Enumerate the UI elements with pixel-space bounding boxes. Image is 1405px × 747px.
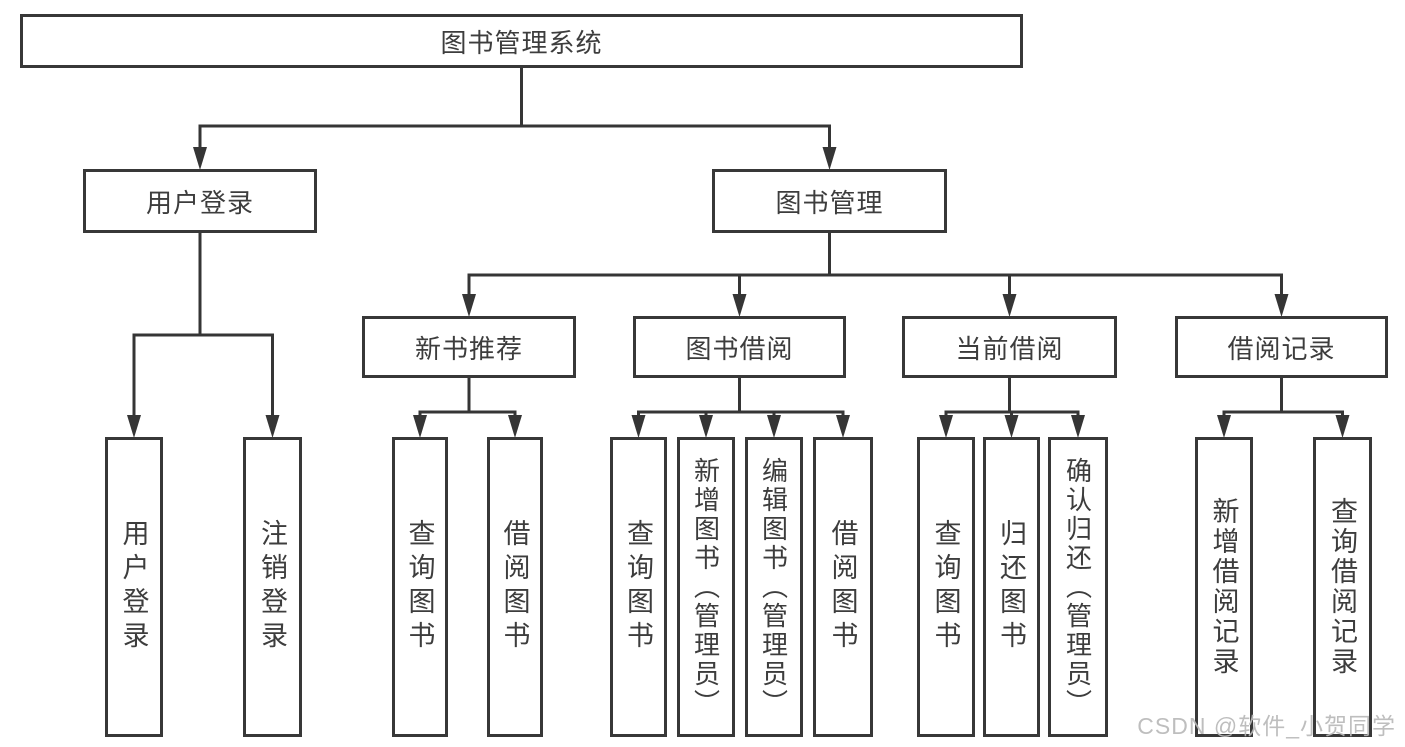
arrowhead-icon [1002, 294, 1017, 317]
watermark: CSDN @软件_小贺同学 [1137, 713, 1396, 739]
arrowhead-icon [462, 294, 476, 317]
node-label: 用户登录 [145, 187, 254, 218]
node-bb-add-books-admin: 新增图书（管理员） [677, 437, 735, 737]
arrowhead-icon [413, 415, 427, 438]
node-label: 借阅图书 [827, 519, 858, 655]
arrowhead-icon [265, 415, 280, 438]
arrowhead-icon [1335, 415, 1350, 438]
arrowhead-icon [836, 415, 850, 438]
node-new-book-recommendation: 新书推荐 [362, 316, 576, 378]
node-label: 查询图书 [404, 519, 435, 655]
arrowhead-icon [127, 415, 141, 438]
node-user-login-leaf: 用户登录 [105, 437, 163, 737]
node-book-management: 图书管理 [712, 169, 947, 233]
arrowhead-icon [193, 147, 207, 170]
arrowhead-icon [1071, 415, 1085, 438]
node-cb-confirm-return-admin: 确认归还（管理员） [1048, 437, 1108, 737]
node-label: 图书管理系统 [440, 27, 603, 58]
arrowhead-icon [699, 415, 713, 438]
node-label: 注销登录 [257, 519, 287, 655]
node-nb-borrow-books: 借阅图书 [487, 437, 543, 737]
node-label: 借阅图书 [499, 519, 530, 655]
node-label: 新增借阅记录 [1208, 497, 1239, 677]
arrowhead-icon [822, 147, 837, 170]
node-label: 新增图书（管理员） [690, 456, 721, 718]
node-label: 确认归还（管理员） [1062, 456, 1093, 718]
node-label: 查询借阅记录 [1327, 497, 1357, 677]
node-bb-edit-books-admin: 编辑图书（管理员） [745, 437, 803, 737]
node-library-management-system: 图书管理系统 [20, 14, 1023, 68]
node-label: 编辑图书（管理员） [758, 456, 789, 718]
arrowhead-icon [1004, 415, 1019, 438]
node-logout-leaf: 注销登录 [243, 437, 302, 737]
node-br-add-borrow-record: 新增借阅记录 [1195, 437, 1253, 737]
node-label: 当前借阅 [955, 333, 1064, 364]
arrowhead-icon [732, 294, 747, 317]
node-book-borrowing: 图书借阅 [633, 316, 846, 378]
node-label: 借阅记录 [1227, 333, 1336, 364]
node-bb-borrow-books: 借阅图书 [813, 437, 873, 737]
node-label: 查询图书 [623, 519, 653, 655]
arrowhead-icon [631, 415, 646, 438]
node-label: 用户登录 [118, 519, 149, 655]
node-label: 归还图书 [996, 519, 1026, 655]
node-cb-return-books: 归还图书 [983, 437, 1040, 737]
node-current-borrowing: 当前借阅 [902, 316, 1117, 378]
node-br-query-borrow-record: 查询借阅记录 [1313, 437, 1372, 737]
arrowhead-icon [939, 415, 953, 438]
node-nb-query-books: 查询图书 [392, 437, 448, 737]
node-label: 新书推荐 [414, 333, 523, 364]
arrowhead-icon [508, 415, 522, 438]
node-borrowing-records: 借阅记录 [1175, 316, 1388, 378]
node-label: 图书借阅 [685, 333, 794, 364]
node-bb-query-books: 查询图书 [610, 437, 667, 737]
node-label: 查询图书 [930, 519, 961, 655]
arrowhead-icon [767, 415, 781, 438]
arrowhead-icon [1217, 415, 1231, 438]
node-cb-query-books: 查询图书 [917, 437, 975, 737]
node-label: 图书管理 [775, 187, 884, 218]
arrowhead-icon [1274, 294, 1289, 317]
node-user-login: 用户登录 [83, 169, 317, 233]
